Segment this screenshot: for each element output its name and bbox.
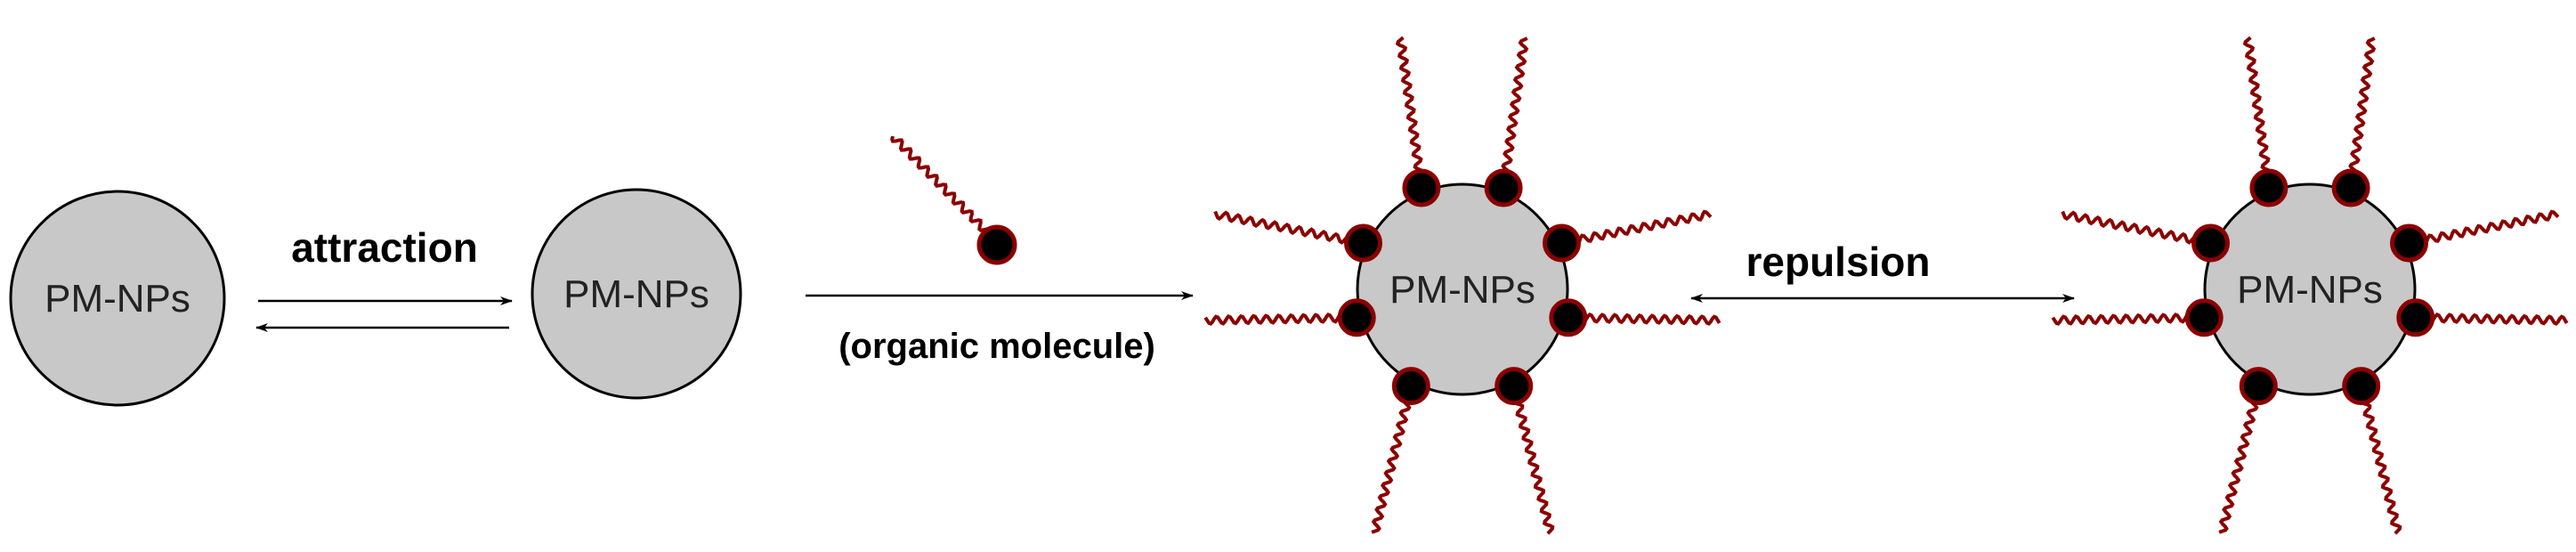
ligand-3-head-7 <box>1337 298 1376 337</box>
ligand-3-chain-4 <box>1567 312 1721 326</box>
ligand-3-head-3 <box>1543 223 1581 263</box>
ligand-4-chain-1 <box>2242 36 2274 190</box>
ligand-3-head-6 <box>1391 367 1430 406</box>
repulsion-arrow-group: repulsion <box>1690 239 2075 303</box>
repulsion-label: repulsion <box>1746 239 1930 285</box>
ligand-4-head-6 <box>2239 367 2278 406</box>
nanoparticle-4-circle <box>2203 183 2417 396</box>
nanoparticle-2: PM-NPs <box>531 188 742 400</box>
nanoparticle-4: PM-NPs <box>2203 183 2417 396</box>
ligand-shell-4 <box>2051 36 2569 535</box>
ligand-3-chain-1 <box>1395 36 1427 190</box>
ligand-3-chain-8 <box>1213 210 1365 248</box>
ligand-4-head-5 <box>2342 367 2381 406</box>
free-molecule-chain <box>890 135 992 232</box>
organic-molecule-step: (organic molecule) <box>806 135 1194 366</box>
ligand-shell-3 <box>1203 36 1721 535</box>
ligand-3-chain-6 <box>1371 384 1415 534</box>
attraction-label: attraction <box>291 224 478 271</box>
ligand-4-chain-3 <box>2408 209 2560 248</box>
ligand-4-chain-2 <box>2346 37 2377 190</box>
nanoparticle-3-label: PM-NPs <box>1389 268 1535 312</box>
organic-molecule-label: (organic molecule) <box>838 327 1155 366</box>
nanoparticle-3-circle <box>1356 183 1569 396</box>
ligand-4-chain-5 <box>2356 385 2402 535</box>
ligand-4-head-1 <box>2249 168 2288 207</box>
ligand-3-head-5 <box>1495 367 1534 406</box>
nanoparticle-3: PM-NPs <box>1356 183 1569 396</box>
ligand-4-head-4 <box>2396 298 2435 337</box>
nanoparticle-2-circle <box>531 188 742 400</box>
ligand-3-chain-3 <box>1560 209 1713 248</box>
ligand-3-head-1 <box>1402 168 1441 207</box>
ligand-heads-3 <box>1337 168 1588 406</box>
ligand-4-chain-6 <box>2218 384 2263 534</box>
ligand-4-head-2 <box>2331 168 2370 207</box>
ligand-4-head-7 <box>2184 298 2224 337</box>
nanoparticle-1: PM-NPs <box>9 190 226 407</box>
ligand-4-head-3 <box>2390 223 2428 263</box>
ligand-3-head-4 <box>1549 298 1588 337</box>
nanoparticle-1-circle <box>9 190 226 407</box>
nanoparticle-2-label: PM-NPs <box>563 272 709 316</box>
ligand-3-chain-2 <box>1499 37 1529 190</box>
nanoparticle-4-label: PM-NPs <box>2237 268 2383 312</box>
ligand-3-chain-5 <box>1509 385 1555 535</box>
ligand-3-head-8 <box>1344 223 1382 263</box>
ligand-4-chain-4 <box>2414 312 2569 326</box>
ligand-4-chain-7 <box>2051 312 2206 326</box>
ligand-3-chain-7 <box>1203 312 1358 326</box>
ligand-3-head-2 <box>1484 168 1523 207</box>
ligand-4-head-8 <box>2191 223 2230 263</box>
ligand-4-chain-8 <box>2061 210 2213 248</box>
free-molecule-head <box>976 224 1017 265</box>
attraction-equilibrium-arrows: attraction <box>255 224 513 332</box>
nanoparticle-1-label: PM-NPs <box>45 277 190 321</box>
ligand-heads-4 <box>2184 168 2435 406</box>
